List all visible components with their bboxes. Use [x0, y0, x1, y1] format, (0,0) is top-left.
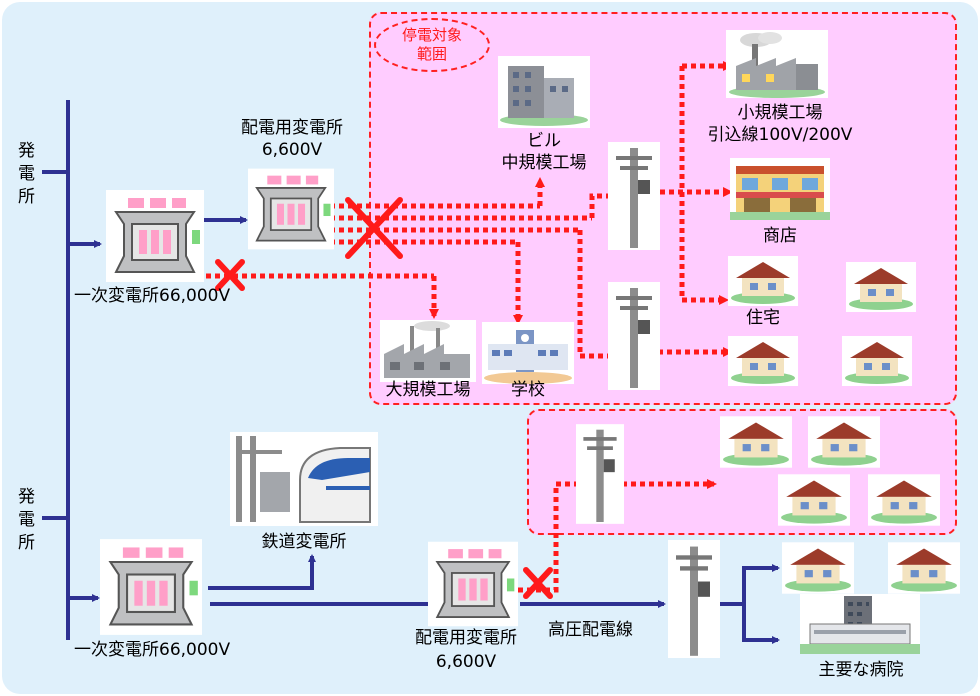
- high-voltage-line-label: 高圧配電線: [548, 620, 633, 640]
- outage-lines: [206, 61, 733, 593]
- primary-substation-bottom-label: 一次変電所66,000V: [74, 640, 231, 660]
- transformer-icon: [106, 190, 204, 282]
- utility-pole-icon: [576, 420, 624, 528]
- house-icon: [720, 416, 792, 468]
- shop-icon: [730, 158, 830, 220]
- house-icon: [842, 336, 912, 386]
- distribution-substation-top-voltage: 6,600V: [261, 140, 323, 160]
- house-icon: [808, 416, 880, 468]
- train-icon: [230, 432, 378, 526]
- small-factory-label: 小規模工場 引込線100V/200V: [707, 103, 853, 145]
- building-label: ビル 中規模工場: [501, 131, 587, 173]
- school-icon: [482, 322, 574, 384]
- house-icon: [778, 474, 850, 526]
- school-label: 学校: [511, 380, 545, 400]
- shop-label: 商店: [763, 226, 797, 246]
- power-plant-top-label: 発 電 所: [18, 141, 35, 207]
- utility-pole-icon: [608, 282, 660, 390]
- railway-substation-label: 鉄道変電所: [261, 532, 347, 552]
- distribution-substation-bottom-voltage: 6,600V: [435, 652, 497, 672]
- house-icon: [728, 256, 798, 306]
- factory-icon: [726, 30, 828, 98]
- building-icon: [498, 56, 590, 128]
- distribution-substation-top-name: 配電用変電所: [241, 118, 343, 138]
- power-plant-bottom-label: 発 電 所: [18, 487, 35, 553]
- house-icon: [782, 542, 854, 594]
- house-icon: [868, 474, 940, 526]
- transformer-icon: [100, 538, 202, 636]
- utility-pole-icon: [608, 142, 660, 250]
- house-icon: [846, 262, 916, 312]
- hospital-icon: [800, 594, 920, 654]
- large-factory-label: 大規模工場: [385, 380, 471, 400]
- distribution-substation-bottom-name: 配電用変電所: [415, 628, 517, 648]
- transformer-icon: [248, 166, 334, 252]
- factory-icon: [380, 320, 476, 382]
- outage-area-label: 停電対象 範囲: [374, 18, 490, 72]
- house-icon: [888, 542, 960, 594]
- hospital-label: 主要な病院: [818, 660, 904, 680]
- utility-pole-icon: [668, 540, 720, 658]
- transformer-icon: [428, 540, 518, 628]
- break-x-icon: [215, 197, 553, 599]
- house-label: 住宅: [746, 308, 780, 328]
- energized-lines: [42, 100, 780, 644]
- primary-substation-top-label: 一次変電所66,000V: [74, 286, 231, 306]
- house-icon: [728, 336, 798, 386]
